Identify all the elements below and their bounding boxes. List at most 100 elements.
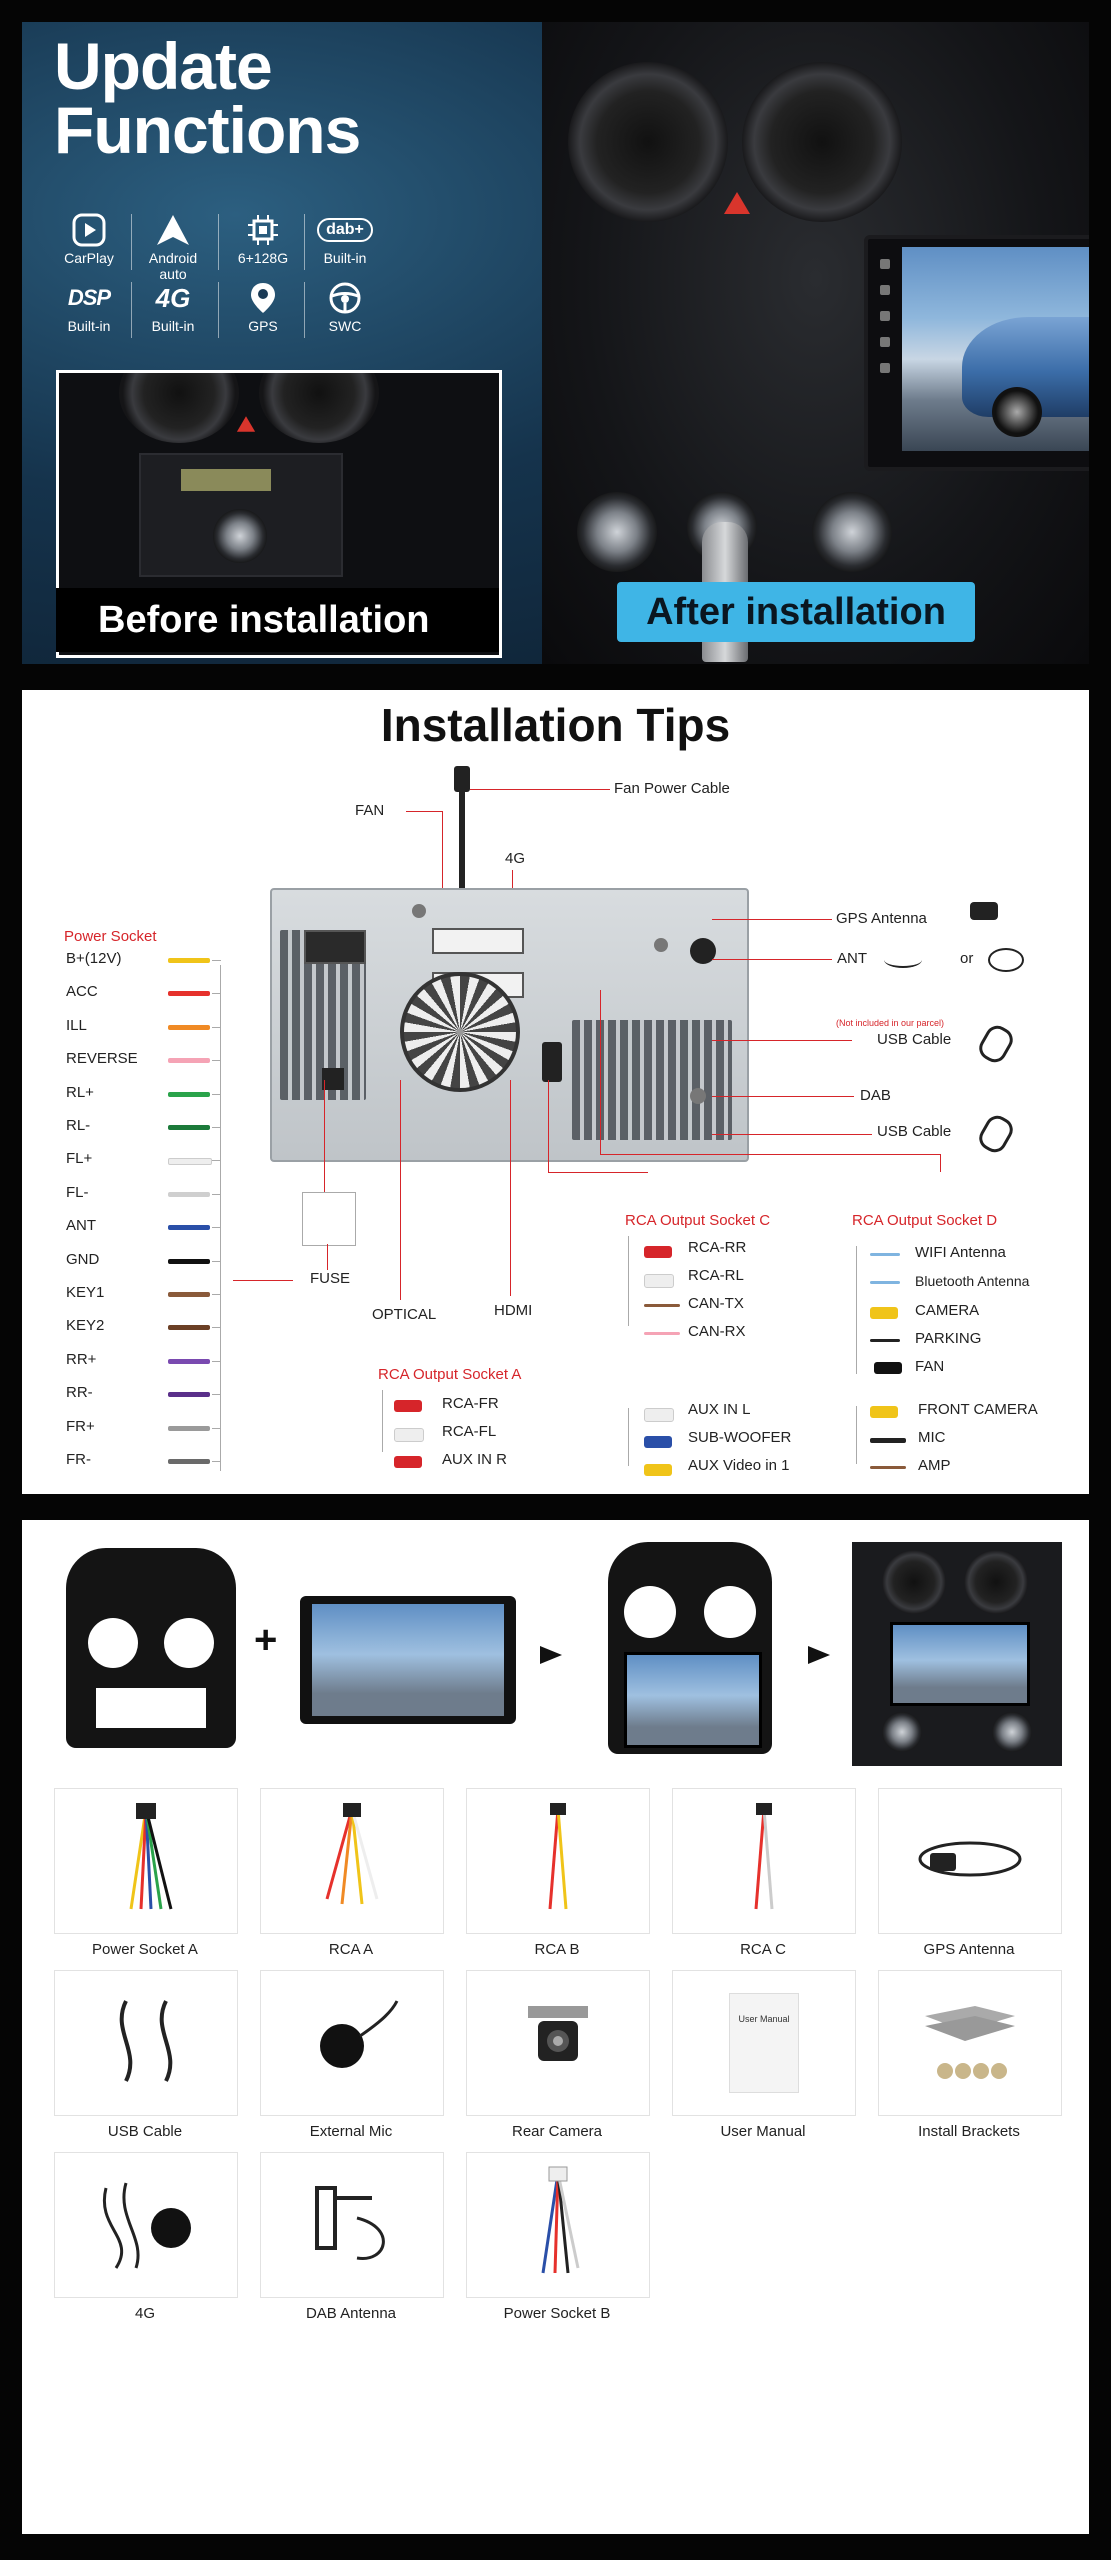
leader-line [406, 811, 442, 812]
rca-c-item: RCA-RL [688, 1267, 744, 1284]
bracket-tick [212, 993, 221, 995]
installation-tips-panel: Installation Tips Fan Power Cable FAN 4G… [22, 690, 1089, 1494]
leader-line [233, 1280, 293, 1281]
rca-a-item: RCA-FR [442, 1395, 499, 1412]
power-pin-label: GND [66, 1250, 100, 1268]
power-pin-label: RL+ [66, 1083, 94, 1101]
wire-brown [870, 1466, 906, 1469]
leader-line [712, 1134, 872, 1135]
leader-line [600, 990, 601, 1154]
chip-icon [224, 210, 302, 250]
package-item-image [878, 1970, 1062, 2116]
ant-label: ANT [837, 950, 867, 967]
hdmi-port [542, 1042, 562, 1082]
feature-carplay: CarPlay [50, 210, 128, 266]
power-pin-wire [168, 1024, 210, 1030]
bracket-tick [212, 1026, 221, 1028]
package-item-caption: User Manual [720, 2123, 806, 2140]
bracket-tick [212, 1193, 221, 1195]
wire-pink [644, 1332, 680, 1335]
rca-plug-blue [644, 1436, 672, 1448]
hdmi-label: HDMI [494, 1302, 533, 1319]
wire-light-blue [870, 1281, 900, 1284]
bracket-line [220, 965, 221, 1471]
bracket-tick [212, 1394, 221, 1396]
dab-antenna-icon [297, 2168, 407, 2283]
bracket-tick [212, 1127, 221, 1128]
fan-cable-connector [454, 766, 470, 792]
power-pin-wire [168, 958, 210, 963]
power-pin-label: RR+ [66, 1350, 97, 1368]
bracket-line [628, 1408, 629, 1466]
rca-plug-yellow [644, 1464, 672, 1476]
package-item-image [878, 1788, 1062, 1934]
rca-c-extra-item: SUB-WOOFER [688, 1429, 792, 1446]
bracket-line [382, 1390, 383, 1452]
power-pin-label: RR- [66, 1384, 93, 1402]
leader-line [712, 959, 832, 960]
power-pin-label: KEY2 [66, 1317, 105, 1335]
head-unit-screen [864, 235, 1089, 471]
rca-d-extra-item: MIC [918, 1429, 946, 1446]
package-item-caption: Rear Camera [511, 2123, 603, 2140]
ant-port [654, 938, 668, 952]
package-item-image [466, 2152, 650, 2298]
power-pin-wire [168, 1258, 210, 1264]
manual-cover: User Manual [729, 1993, 799, 2093]
rca-c-item: RCA-RR [688, 1239, 747, 1256]
leader-line [470, 789, 610, 790]
fuse-label: FUSE [310, 1270, 351, 1287]
power-pin-wire [168, 1091, 210, 1097]
bracket-tick [212, 1427, 221, 1429]
package-item-image [54, 1970, 238, 2116]
rca-socket-d-title: RCA Output Socket D [852, 1212, 998, 1229]
bracket-line [628, 1236, 629, 1326]
power-pin-label: REVERSE [66, 1050, 138, 1068]
screen-display [902, 247, 1089, 451]
rca-b-icon [528, 1799, 588, 1924]
or-label: or [960, 950, 974, 967]
section-title: Installation Tips [380, 699, 731, 751]
climate-knob-right [812, 492, 892, 572]
after-installation-label: After installation [617, 582, 975, 642]
package-item-caption: RCA A [328, 1941, 374, 1958]
power-socket-b-icon [513, 2163, 603, 2288]
power-pin-label: KEY1 [66, 1284, 105, 1301]
bracket-tick [212, 1060, 221, 1062]
power-pin-wire [168, 1325, 210, 1331]
usb-cable-icon [974, 1021, 1018, 1067]
power-pin-label: FR+ [66, 1417, 95, 1435]
4g-label: 4G [505, 850, 526, 867]
radio-antenna-icon [884, 952, 922, 968]
power-pin-label: FL+ [66, 1150, 93, 1168]
power-pin-wire [168, 991, 210, 997]
rca-plug-yellow [870, 1307, 898, 1319]
leader-line [442, 811, 443, 957]
fan-power-cable-label: Fan Power Cable [614, 780, 730, 797]
power-pin-wire [168, 1392, 210, 1398]
feature-dab: dab+ Built-in [306, 210, 384, 266]
leader-line [548, 1172, 648, 1173]
optical-port [322, 1068, 344, 1090]
fuse-icon [302, 1192, 356, 1246]
rca-c-extra-item: AUX Video in 1 [688, 1457, 790, 1474]
rca-d-extra-item: FRONT CAMERA [918, 1401, 1038, 1418]
rca-plug-white [644, 1274, 674, 1288]
carplay-icon [50, 210, 128, 250]
gps-antenna-icon [970, 902, 998, 920]
power-pin-wire [168, 1225, 210, 1231]
rca-d-item: PARKING [915, 1330, 982, 1347]
rca-plug-red [394, 1400, 422, 1412]
package-item-image [54, 1788, 238, 1934]
usb-cable-label-2: USB Cable [877, 1123, 952, 1140]
leader-line [712, 1040, 852, 1041]
package-item-image [260, 2152, 444, 2298]
4g-port [412, 904, 426, 918]
bracket-tick [212, 1260, 221, 1262]
radio-display [181, 469, 271, 491]
rca-plug-white [394, 1428, 424, 1442]
package-item-image [54, 2152, 238, 2298]
usb-cable-icon [101, 1991, 191, 2096]
air-vent-left [568, 62, 728, 222]
package-item-caption: 4G [134, 2305, 155, 2322]
